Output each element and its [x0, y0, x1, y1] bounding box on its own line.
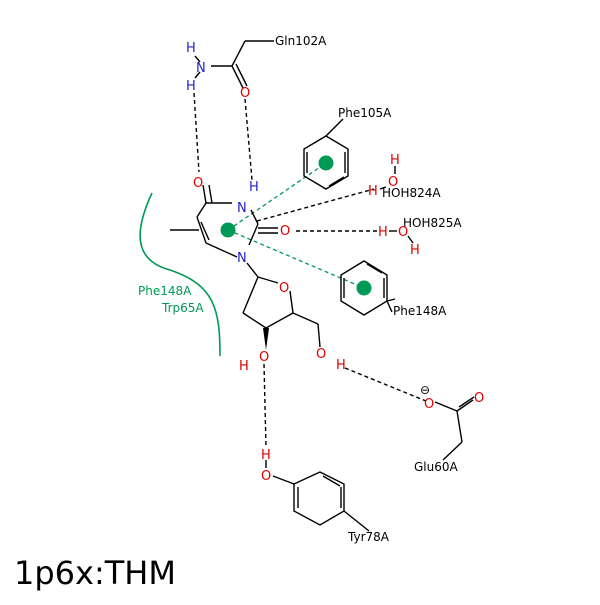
residue-phe148	[340, 260, 396, 316]
ligand-oh5-h: H	[336, 358, 346, 373]
phe105-ring-center	[318, 155, 334, 171]
tyr78-label: Tyr78A	[347, 530, 390, 544]
water-hoh824	[379, 166, 396, 190]
hoh824-h-left: H	[368, 184, 378, 199]
ligand-wedge-bond	[263, 328, 269, 350]
hbond-gln102-h-to-ligand-o	[193, 92, 200, 173]
glu60-o-double: O	[474, 391, 484, 406]
gln102-h-atom: H	[186, 41, 196, 56]
gln102-label: Gln102A	[275, 34, 327, 48]
glu60-o-minus: O	[424, 397, 434, 412]
hbond-ligand-oh-to-tyr78	[263, 363, 267, 448]
hbond-gln102-o-to-ligand-h	[244, 98, 253, 181]
ligand-oh5-o: O	[316, 347, 326, 362]
ligand-oh3-h: H	[239, 359, 249, 374]
tyr78-h: H	[261, 448, 271, 463]
glu60-label: Glu60A	[414, 460, 459, 474]
water-hoh825	[389, 230, 414, 244]
phe148-ring-center	[356, 280, 372, 296]
hydrophobic-label-trp65: Trp65A	[161, 301, 204, 315]
gln102-o-atom: O	[240, 86, 250, 101]
ligand-sugar-ring	[242, 276, 321, 348]
phe148-label: Phe148A	[393, 304, 447, 318]
hydrophobic-label-phe148: Phe148A	[138, 284, 192, 298]
phe105-label: Phe105A	[338, 106, 392, 120]
ligand-pyrimidine-ring	[170, 184, 278, 278]
hoh825-o: O	[398, 225, 408, 240]
hoh824-o: O	[388, 175, 398, 190]
hoh824-h-top: H	[390, 153, 400, 168]
hoh825-h-left: H	[378, 225, 388, 240]
hbond-ligand-h-to-hoh824	[256, 188, 375, 222]
residue-tyr78	[265, 460, 370, 532]
ligand-o-carbonyl-right: O	[280, 224, 290, 239]
hbond-ligand-oh-to-glu60	[344, 367, 427, 402]
hydrophobic-contact-arc	[139, 192, 221, 357]
ligand-nh-h: H	[249, 180, 259, 195]
glu60-charge: ⊖	[420, 383, 430, 397]
ligand-ring-center	[220, 222, 236, 238]
hoh825-label: HOH825A	[403, 216, 462, 230]
diagram-title: 1p6x:THM	[14, 554, 176, 592]
hydrogen-bonds	[193, 92, 427, 448]
residue-glu60	[434, 396, 475, 461]
ligand-nh-n: N	[237, 201, 247, 216]
residue-gln102	[194, 40, 274, 89]
hoh825-h-bottom: H	[410, 243, 420, 258]
gln102-n-atom: N	[196, 61, 206, 76]
pi-stack-phe105	[227, 162, 327, 231]
tyr78-o: O	[261, 469, 271, 484]
hoh824-label: HOH824A	[382, 186, 441, 200]
residue-phe105	[303, 118, 349, 190]
ligand-n-glycosidic: N	[237, 251, 247, 266]
ligand-oh3-o: O	[259, 350, 269, 365]
gln102-h2-atom: H	[186, 79, 196, 94]
ligand-o-carbonyl-top: O	[193, 176, 203, 191]
ligand-sugar-o: O	[279, 281, 289, 296]
